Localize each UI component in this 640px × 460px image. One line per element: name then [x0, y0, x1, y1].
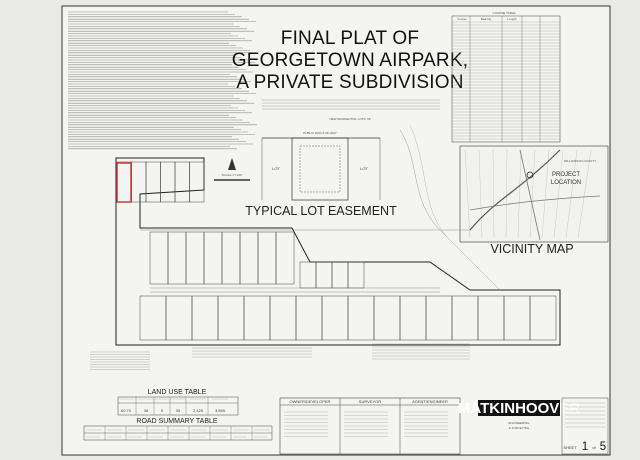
typical-lot-easement-detail: PUBLIC RIGHT-OF-WAY LOT LOT [261, 131, 381, 201]
land-use-value: 35 [176, 408, 181, 413]
land-use-value: 5 [161, 408, 164, 413]
fine-print-line [541, 149, 550, 239]
lot-label-right: LOT [360, 166, 368, 171]
firm-tagline-2: & SURVEYING [509, 426, 530, 430]
sheet-label: SHEET [563, 445, 577, 450]
info-boxes: OWNER/DEVELOPER SURVEYOR AGENT/ENGINEER [279, 397, 461, 455]
project-location-label-2: LOCATION [551, 180, 581, 186]
scale-label: SCALE 1"=100' [222, 173, 243, 177]
plat-annotations [90, 343, 470, 370]
highlighted-lot [116, 162, 132, 203]
fine-print-line [553, 149, 564, 239]
sheet-info: SHEET 1 of 5 [561, 397, 609, 455]
owner-developer-label: OWNER/DEVELOPER [290, 399, 331, 404]
project-location-marker [526, 171, 534, 179]
agent-engineer-label: AGENT/ENGINEER [412, 399, 448, 404]
sheet-of: of [592, 445, 596, 450]
vicinity-map-title: VICINITY MAP [490, 242, 573, 256]
road-summary-table: ROAD SUMMARY TABLE [83, 418, 273, 441]
fine-print-line [577, 149, 592, 239]
sheet-total: 5 [600, 441, 606, 453]
fine-print-line [565, 149, 578, 239]
firm-name: MATKINHOOVER [458, 400, 580, 417]
course-header-3: Length [507, 17, 517, 21]
fine-print-line [529, 149, 536, 239]
firm-logo: MATKINHOOVER ENGINEERING & SURVEYING [458, 400, 580, 430]
title-notes [262, 99, 440, 110]
plat-drawing [115, 124, 561, 346]
firm-tagline-1: ENGINEERING [508, 421, 530, 425]
vicinity-map: PROJECT LOCATION WILLIAMSON COUNTY [459, 145, 609, 243]
course-table: COURSE TABLE Course Bearing Length [451, 11, 561, 143]
plat-title-line2: GEORGETOWN AIRPARK, [232, 50, 468, 71]
north-arrow-scale: SCALE 1"=100' [214, 158, 250, 181]
fine-print-line [517, 149, 522, 239]
lot-parcel [529, 295, 557, 341]
lot-label-left: LOT [272, 166, 280, 171]
fine-print-line [478, 149, 483, 239]
course-header-1: Course [457, 17, 467, 21]
new-residential-lots: NEW RESIDENTIAL LOTS: 36 [329, 117, 370, 121]
land-use-value: 36 [144, 408, 149, 413]
land-use-value: 2,425 [193, 408, 204, 413]
sheet-number: 1 [582, 441, 588, 453]
lot-parcel [275, 231, 295, 285]
surveyor-label: SURVEYOR [359, 399, 381, 404]
lot-parcel [189, 161, 205, 203]
course-header-2: Bearing [481, 17, 492, 21]
vicinity-county-label: WILLIAMSON COUNTY [564, 159, 596, 163]
land-use-value: 60.70 [121, 408, 132, 413]
fine-print-line [464, 149, 471, 239]
public-row-label: PUBLIC RIGHT-OF-WAY [303, 131, 337, 135]
fine-print-line [505, 149, 508, 239]
typical-lot-easement-title: TYPICAL LOT EASEMENT [245, 204, 397, 218]
course-table-title: COURSE TABLE [493, 11, 516, 15]
fine-print-line [492, 149, 495, 239]
project-location-label-1: PROJECT [552, 172, 580, 178]
land-use-table: LAND USE TABLE 60.70 36 5 35 2,425 3,895 [117, 389, 239, 416]
land-use-table-title: LAND USE TABLE [148, 389, 207, 396]
general-notes-block [68, 11, 257, 150]
plat-title-line3: A PRIVATE SUBDIVISION [236, 72, 463, 93]
plat-title-line1: FINAL PLAT OF [281, 28, 419, 49]
land-use-value: 3,895 [215, 408, 226, 413]
road-summary-table-title: ROAD SUMMARY TABLE [136, 418, 218, 425]
